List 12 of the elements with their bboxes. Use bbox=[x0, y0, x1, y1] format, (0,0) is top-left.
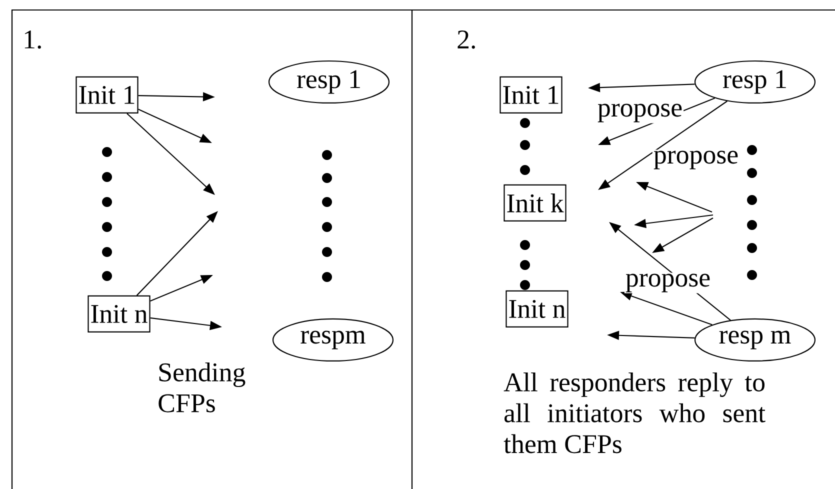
initiator-box: Init n bbox=[88, 295, 150, 333]
initiator-box: Init 1 bbox=[500, 76, 562, 114]
initiator-box: Init k bbox=[504, 184, 566, 222]
initiator-box: Init 1 bbox=[76, 76, 138, 114]
edge-label: propose bbox=[596, 102, 684, 124]
panel-number: 1. bbox=[24, 30, 41, 49]
edge-label: propose bbox=[652, 150, 740, 170]
edge-label: propose bbox=[624, 272, 712, 294]
initiator-box: Init n bbox=[506, 290, 568, 328]
panel-number: 2. bbox=[458, 30, 475, 49]
panel-description: Sending CFPs bbox=[158, 362, 246, 412]
panel-description: All responders reply to all initiators who sent them CFPs bbox=[504, 372, 766, 454]
